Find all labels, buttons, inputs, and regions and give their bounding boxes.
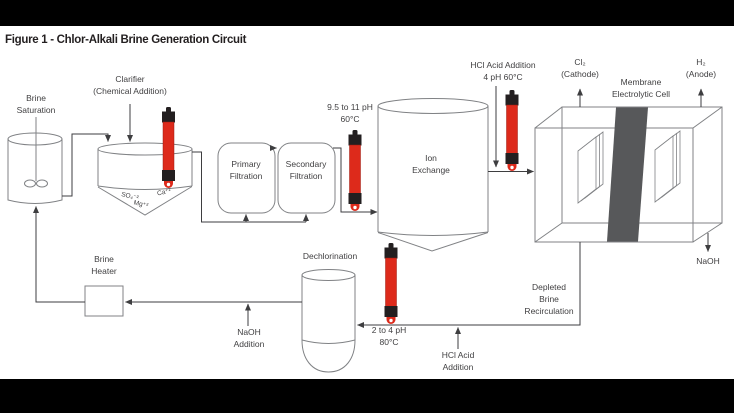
ph-dechlorination-label: 2 to 4 pH 80°C <box>371 325 407 347</box>
ph-sensor-probe-clarifier <box>161 106 176 189</box>
brine-heater-label: Brine Heater <box>91 254 117 276</box>
ph-sensor-probe-hcl-addition <box>505 89 519 172</box>
depleted-brine-label: Depleted Brine Recirculation <box>524 282 574 316</box>
secondary-filtration-label: Secondary Filtration <box>285 159 327 181</box>
hcl-addition-top-label: HCl Acid Addition 4 pH 60°C <box>470 60 536 82</box>
naoh-addition-label: NaOH Addition <box>233 327 265 349</box>
brine-saturation-tank <box>7 117 63 204</box>
agitator-impeller <box>36 179 48 188</box>
figure-title: Figure 1 - Chlor-Alkali Brine Generation… <box>5 34 247 46</box>
chlorine-out-label: Cl₂ (Cathode) <box>561 57 599 79</box>
ph-after-filtration-label: 9.5 to 11 pH 60°C <box>327 102 373 124</box>
ph-sensor-probe-pre-ion-exchange <box>348 129 362 212</box>
clarifier-label: Clarifier (Chemical Addition) <box>93 74 167 96</box>
brine-saturation-label: Brine Saturation <box>16 93 56 115</box>
primary-filtration-label: Primary Filtration <box>229 159 263 181</box>
cathode-plate-stack <box>577 131 604 204</box>
depleted-brine-recirculation-line <box>357 242 581 328</box>
pipe-heater-to-saturation <box>33 206 85 303</box>
ph-sensor-probe-dechlorination <box>384 242 398 325</box>
hydrogen-out-label: H₂ (Anode) <box>685 57 717 79</box>
primary-filtration-vessel <box>217 142 276 214</box>
ion-exchange-label: Ion Exchange <box>412 153 450 175</box>
secondary-filtration-vessel <box>277 142 336 214</box>
membrane-electrolytic-cell-box <box>534 106 723 243</box>
brine-heater-box <box>84 285 124 317</box>
dechlorination-label: Dechlorination <box>302 251 358 261</box>
pipe-filters-to-ion-exchange <box>333 147 378 215</box>
naoh-out-label: NaOH <box>696 256 720 266</box>
agitator-impeller <box>24 179 36 188</box>
clarifier-vessel <box>97 142 193 216</box>
pipe-saturation-to-clarifier <box>62 133 111 197</box>
anode-plate-stack <box>654 130 681 203</box>
hcl-addition-bottom-label: HCl Acid Addition <box>441 350 475 372</box>
membrane-cell-label: Membrane Electrolytic Cell <box>611 77 671 99</box>
membrane-panel <box>607 107 648 242</box>
ion-exchange-vessel <box>377 98 489 252</box>
dechlorination-vessel <box>301 269 356 373</box>
pipe-clarifier-to-filters <box>192 151 306 223</box>
